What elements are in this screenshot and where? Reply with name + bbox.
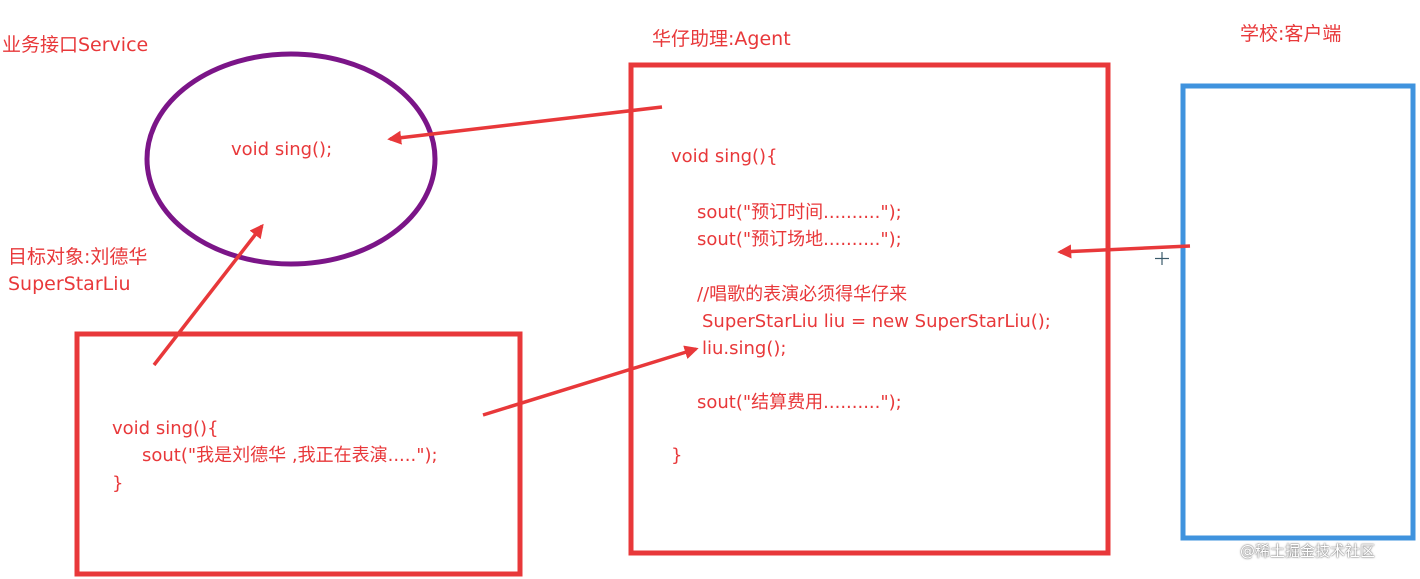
client-title: 学校:客户端	[1240, 23, 1342, 45]
arrow-client-to-agent	[1057, 244, 1191, 259]
agent-code-comment: //唱歌的表演必须得华仔来	[697, 284, 908, 305]
agent-code-close: }	[671, 445, 683, 466]
cursor-crosshair-icon	[1155, 252, 1169, 265]
agent-code-line2: sout("预订场地..........");	[697, 229, 902, 250]
arrow-agent-to-interface	[387, 105, 663, 145]
target-title-line1: 目标对象:刘德华	[8, 246, 148, 268]
service-interface-ellipse	[144, 51, 438, 267]
agent-code-call: liu.sing();	[702, 338, 787, 359]
agent-title: 华仔助理:Agent	[652, 28, 791, 50]
service-interface-method: void sing();	[231, 139, 333, 160]
target-code-line1: sout("我是刘德华 ,我正在表演.....");	[142, 445, 438, 466]
service-interface-title: 业务接口Service	[2, 34, 149, 56]
target-title-line2: SuperStarLiu	[8, 273, 131, 295]
client-box	[1180, 83, 1416, 541]
target-code-close: }	[112, 473, 124, 494]
agent-code-line1: sout("预订时间..........");	[697, 202, 902, 223]
agent-code-open: void sing(){	[671, 146, 778, 167]
watermark: @稀土掘金技术社区	[1240, 542, 1376, 560]
arrow-target-to-agent-call	[482, 345, 699, 417]
target-code-open: void sing(){	[112, 418, 219, 439]
agent-box	[628, 62, 1111, 556]
agent-code-create: SuperStarLiu liu = new SuperStarLiu();	[702, 311, 1051, 332]
arrow-target-to-interface	[152, 223, 264, 367]
agent-code-line3: sout("结算费用..........");	[697, 392, 902, 413]
target-box	[74, 331, 523, 577]
